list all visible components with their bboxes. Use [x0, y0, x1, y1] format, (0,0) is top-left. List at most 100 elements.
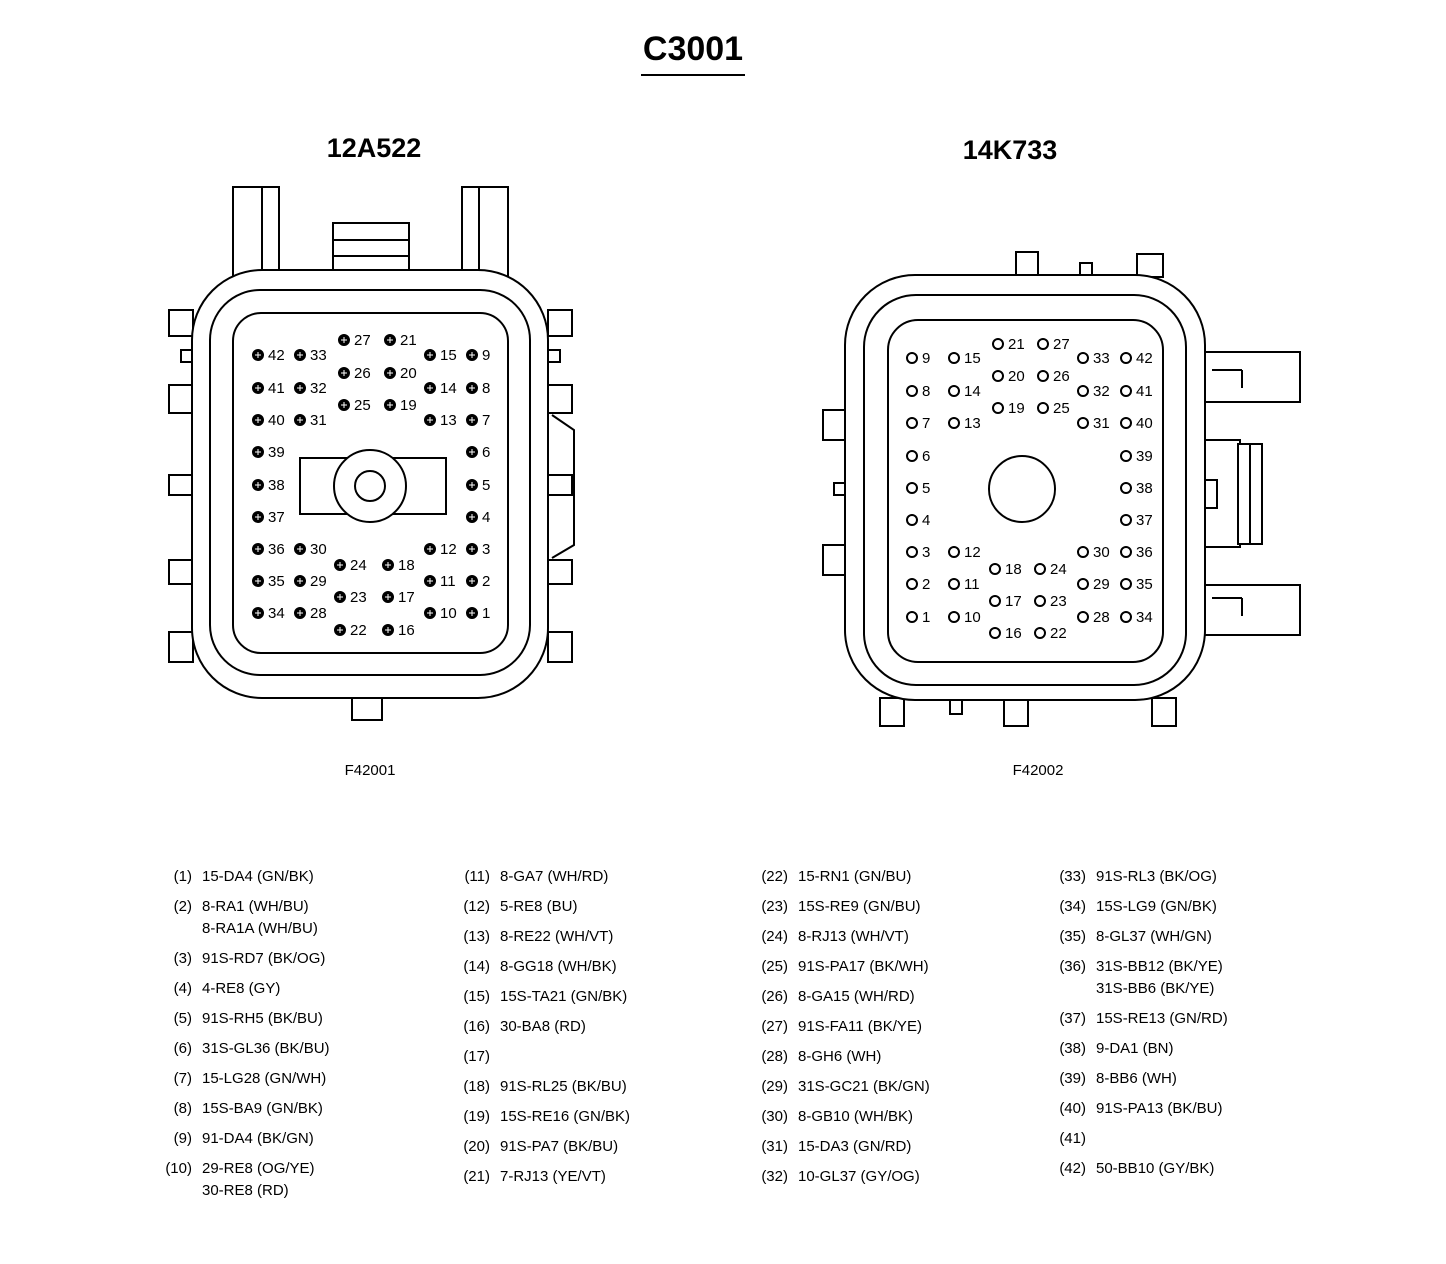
- left-pin-16: 16: [382, 622, 415, 639]
- pinout-column-1: (1) 15-DA4 (GN/BK) (2)8-RA1 (WH/BU)8-RA1A …: [156, 868, 446, 1212]
- pinout-circuit: 7-RJ13 (YE/VT): [500, 1168, 606, 1185]
- pinout-circuits: 15S-RE13 (GN/RD): [1096, 1010, 1228, 1032]
- right-pin-label: 19: [1008, 400, 1025, 417]
- pinout-row: (8)15S-BA9 (GN/BK): [156, 1100, 446, 1130]
- pinout-circuit: 30-BA8 (RD): [500, 1018, 586, 1035]
- left-pin-label: 15: [440, 347, 457, 364]
- pinout-circuits: 91-DA4 (BK/GN): [202, 1130, 314, 1152]
- pinout-row: (24)8-RJ13 (WH/VT): [752, 928, 1042, 958]
- left-pin-32: 32: [294, 380, 327, 397]
- right-pin-socket: [989, 627, 1001, 639]
- right-pin-26: 26: [1037, 368, 1070, 385]
- right-pin-label: 17: [1005, 593, 1022, 610]
- right-pin-socket: [1037, 370, 1049, 382]
- pinout-circuit: 15-DA4 (GN/BK): [202, 868, 314, 885]
- right-pin-socket: [1077, 546, 1089, 558]
- right-pin-socket: [906, 417, 918, 429]
- pinout-circuit: 31S-BB12 (BK/YE): [1096, 958, 1223, 975]
- pinout-circuit: 91-DA4 (BK/GN): [202, 1130, 314, 1147]
- right-pin-32: 32: [1077, 383, 1110, 400]
- right-pin-10: 10: [948, 609, 981, 626]
- left-pin-label: 32: [310, 380, 327, 397]
- right-pin-label: 12: [964, 544, 981, 561]
- pinout-row: (2)8-RA1 (WH/BU)8-RA1A (WH/BU): [156, 898, 446, 950]
- left-pin-hatch: [255, 578, 261, 584]
- pinout-circuits: 91S-RD7 (BK/OG): [202, 950, 325, 972]
- pinout-circuit: 15S-RE13 (GN/RD): [1096, 1010, 1228, 1027]
- pinout-circuits: 50-BB10 (GY/BK): [1096, 1160, 1214, 1182]
- left-pin-28: 28: [294, 605, 327, 622]
- right-pin-3: 3: [906, 544, 930, 561]
- pinout-pin-number: (41): [1059, 1130, 1086, 1147]
- right-pin-label: 11: [964, 576, 980, 593]
- right-pin-socket: [989, 595, 1001, 607]
- pinout-pin-number: (25): [761, 958, 788, 975]
- pinout-circuits: 5-RE8 (BU): [500, 898, 578, 920]
- pinout-row: (11)8-GA7 (WH/RD): [454, 868, 744, 898]
- left-pin-30: 30: [294, 541, 327, 558]
- pinout-circuit: 91S-RH5 (BK/BU): [202, 1010, 323, 1027]
- right-pin-label: 38: [1136, 480, 1153, 497]
- pinout-pin-number: (1): [173, 868, 192, 885]
- right-pin-17: 17: [989, 593, 1022, 610]
- pinout-pin-number: (39): [1059, 1070, 1086, 1087]
- left-pin-label: 23: [350, 589, 367, 606]
- pinout-circuits: 8-BB6 (WH): [1096, 1070, 1177, 1092]
- left-pin-hatch: [255, 610, 261, 616]
- pinout-pin-number: (3): [173, 950, 192, 967]
- left-pin-hatch: [469, 546, 475, 552]
- right-pin-6: 6: [906, 448, 930, 465]
- left-pin-hatch: [469, 417, 475, 423]
- pinout-circuits: 8-GH6 (WH): [798, 1048, 881, 1070]
- right-pin-socket: [992, 338, 1004, 350]
- right-pin-38: 38: [1120, 480, 1153, 497]
- right-pin-22: 22: [1034, 625, 1067, 642]
- pinout-row: (41): [1050, 1130, 1340, 1160]
- pinout-pin-number: (17): [463, 1048, 490, 1065]
- right-pin-label: 42: [1136, 350, 1153, 367]
- left-pin-label: 38: [268, 477, 285, 494]
- pinout-circuits: 15-LG28 (GN/WH): [202, 1070, 326, 1092]
- pinout-pin-number: (42): [1059, 1160, 1086, 1177]
- right-pin-33: 33: [1077, 350, 1110, 367]
- pinout-row: (39) 8-BB6 (WH): [1050, 1070, 1340, 1100]
- left-pin-hatch: [255, 482, 261, 488]
- diagram-title: C3001: [0, 30, 1386, 76]
- pinout-row: (3) 91S-RD7 (BK/OG): [156, 950, 446, 980]
- pinout-circuit: 8-BB6 (WH): [1096, 1070, 1177, 1087]
- pinout-circuit: 91S-RL25 (BK/BU): [500, 1078, 627, 1095]
- pinout-circuit: 8-GA15 (WH/RD): [798, 988, 915, 1005]
- left-pin-hatch: [255, 514, 261, 520]
- pinout-circuits: 91S-PA17 (BK/WH): [798, 958, 929, 980]
- pinout-pin-number: (24): [761, 928, 788, 945]
- pinout-pin-number: (6): [173, 1040, 192, 1057]
- pinout-circuit: 8-GG18 (WH/BK): [500, 958, 617, 975]
- pinout-circuits: 15S-LG9 (GN/BK): [1096, 898, 1217, 920]
- right-pin-label: 28: [1093, 609, 1110, 626]
- right-pin-socket: [1120, 611, 1132, 623]
- right-pin-21: 21: [992, 336, 1025, 353]
- right-pin-label: 30: [1093, 544, 1110, 561]
- pinout-row: (13)8-RE22 (WH/VT): [454, 928, 744, 958]
- right-pin-19: 19: [992, 400, 1025, 417]
- right-pin-23: 23: [1034, 593, 1067, 610]
- pinout-circuit: 8-GL37 (WH/GN): [1096, 928, 1212, 945]
- left-pin-9: 9: [466, 347, 490, 364]
- pinout-pin-number: (11): [464, 868, 490, 885]
- right-pin-label: 4: [922, 512, 930, 529]
- right-pin-label: 33: [1093, 350, 1110, 367]
- right-pin-label: 34: [1136, 609, 1153, 626]
- left-pin-label: 14: [440, 380, 457, 397]
- right-pin-13: 13: [948, 415, 981, 432]
- left-pin-3: 3: [466, 541, 490, 558]
- right-pin-socket: [948, 352, 960, 364]
- pinout-circuit: 91S-FA11 (BK/YE): [798, 1018, 922, 1035]
- right-pin-14: 14: [948, 383, 981, 400]
- left-pin-23: 23: [334, 589, 367, 606]
- pinout-row: (36)31S-BB12 (BK/YE)31S-BB6 (BK/YE): [1050, 958, 1340, 1010]
- right-pin-label: 31: [1093, 415, 1110, 432]
- left-pin-10: 10: [424, 605, 457, 622]
- pinout-circuit: 15S-RE16 (GN/BK): [500, 1108, 631, 1125]
- right-pin-label: 7: [922, 415, 930, 432]
- right-pin-socket: [1037, 338, 1049, 350]
